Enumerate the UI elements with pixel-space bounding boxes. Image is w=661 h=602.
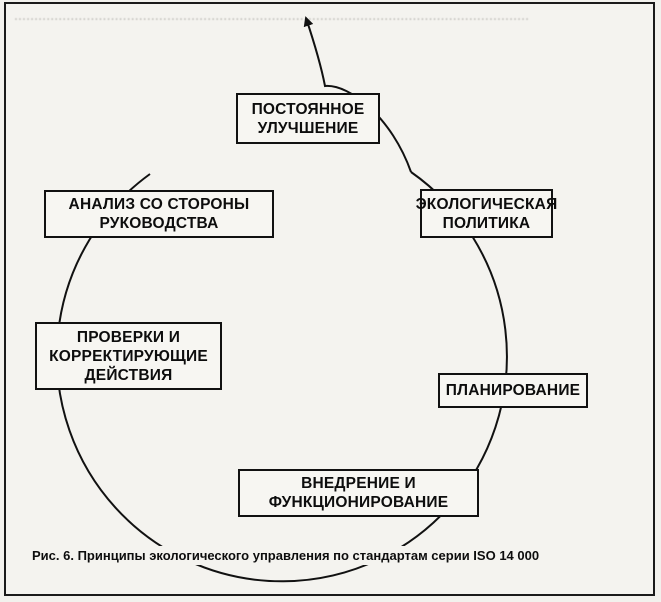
box-management-review: АНАЛИЗ СО СТОРОНЫ РУКОВОДСТВА bbox=[44, 190, 274, 238]
box-checking-corrective-line3: ДЕЙСТВИЯ bbox=[84, 366, 173, 384]
box-environmental-policy-line2: ПОЛИТИКА bbox=[442, 214, 531, 232]
box-implementation-line1: ВНЕДРЕНИЕ И bbox=[301, 475, 416, 492]
box-checking-corrective-line1: ПРОВЕРКИ И bbox=[76, 328, 181, 346]
box-checking-corrective: ПРОВЕРКИ И КОРРЕКТИРУЮЩИЕ ДЕЙСТВИЯ bbox=[35, 322, 222, 390]
bleed-through-text: ........................................… bbox=[14, 7, 530, 24]
box-management-review-line2: РУКОВОДСТВА bbox=[99, 215, 219, 232]
spiral-arrow bbox=[303, 16, 412, 173]
box-environmental-policy: ЭКОЛОГИЧЕСКАЯ ПОЛИТИКА bbox=[416, 189, 557, 238]
box-planning: ПЛАНИРОВАНИЕ bbox=[438, 373, 588, 408]
box-continuous-improvement-line1: ПОСТОЯННОЕ bbox=[251, 100, 365, 118]
box-continuous-improvement-line2: УЛУЧШЕНИЕ bbox=[257, 119, 359, 137]
figure-caption: Рис. 6. Принципы экологического управлен… bbox=[6, 546, 652, 565]
box-management-review-line1: АНАЛИЗ СО СТОРОНЫ bbox=[68, 196, 250, 213]
box-checking-corrective-line2: КОРРЕКТИРУЮЩИЕ bbox=[49, 347, 208, 365]
box-implementation-line2: ФУНКЦИОНИРОВАНИЕ bbox=[268, 494, 449, 511]
box-environmental-policy-line1: ЭКОЛОГИЧЕСКАЯ bbox=[415, 195, 558, 213]
box-planning-line1: ПЛАНИРОВАНИЕ bbox=[445, 382, 581, 399]
box-continuous-improvement: ПОСТОЯННОЕ УЛУЧШЕНИЕ bbox=[236, 93, 380, 144]
box-implementation: ВНЕДРЕНИЕ И ФУНКЦИОНИРОВАНИЕ bbox=[238, 469, 479, 517]
